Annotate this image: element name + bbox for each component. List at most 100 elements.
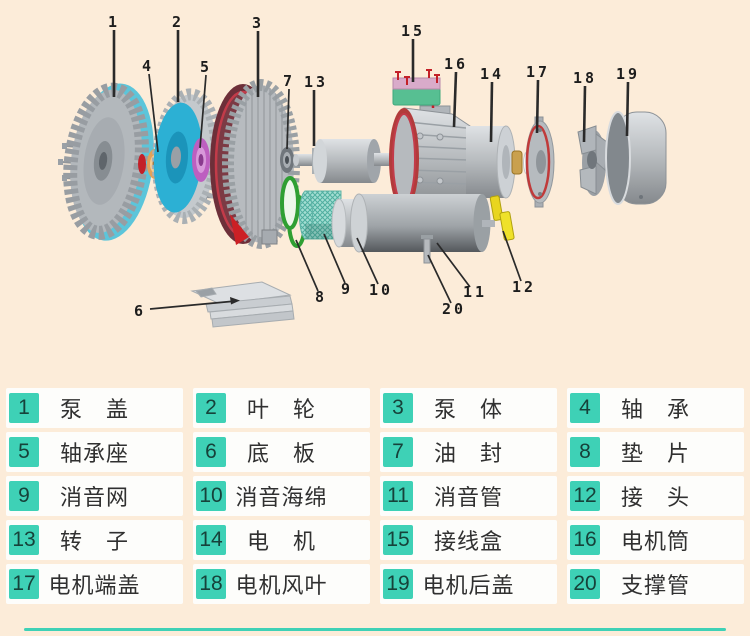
impeller: [151, 88, 223, 225]
diagram-canvas: [58, 30, 667, 328]
table-cell-9: 9 消音网: [6, 476, 183, 516]
motor-end-cover: [525, 116, 555, 208]
part-name: 叶 轮: [246, 397, 316, 422]
part-name: 转 子: [59, 529, 129, 554]
part-name: 消音海绵: [235, 485, 328, 510]
part-number-badge: 7: [383, 437, 413, 467]
part-name: 垫 片: [620, 441, 690, 466]
part-name: 消音管: [433, 485, 503, 510]
part-name: 泵 体: [433, 397, 503, 422]
part-name: 支撑管: [620, 573, 690, 598]
callout-2: 2: [171, 13, 185, 31]
terminal-box: [392, 69, 441, 106]
part-number-badge: 5: [9, 437, 39, 467]
bearing-seat: [192, 138, 210, 182]
motor-front: [466, 125, 516, 199]
table-cell-15: 15 接线盒: [380, 520, 557, 560]
table-cell-20: 20 支撑管: [567, 564, 744, 604]
part-name: 接 头: [620, 485, 690, 510]
part-name: 接线盒: [433, 529, 503, 554]
part-name: 电机筒: [620, 529, 690, 554]
part-number-badge: 4: [570, 393, 600, 423]
callout-12: 12: [511, 278, 537, 296]
part-number-badge: 17: [9, 569, 39, 599]
callout-4: 4: [141, 57, 155, 75]
callout-5: 5: [199, 58, 213, 76]
part-number-badge: 14: [196, 525, 226, 555]
callout-14: 14: [479, 65, 505, 83]
part-name: 轴承座: [59, 441, 129, 466]
part-name: 电机后盖: [422, 573, 515, 598]
base-plate: [190, 281, 295, 328]
part-number-badge: 20: [570, 569, 600, 599]
part-number-badge: 3: [383, 393, 413, 423]
rotor: [293, 139, 402, 183]
part-name: 电机风叶: [235, 573, 328, 598]
part-number-badge: 10: [196, 481, 226, 511]
red-spacer: [138, 154, 146, 174]
part-number-badge: 6: [196, 437, 226, 467]
pump-body: [210, 79, 300, 249]
table-cell-3: 3 泵 体: [380, 388, 557, 428]
callout-11: 11: [462, 283, 488, 301]
table-cell-18: 18 电机风叶: [193, 564, 370, 604]
callout-16: 16: [443, 55, 469, 73]
table-cell-13: 13 转 子: [6, 520, 183, 560]
part-number-badge: 18: [196, 569, 226, 599]
muffler-pipe: [350, 193, 495, 253]
callout-9: 9: [340, 280, 354, 298]
table-cell-8: 8 垫 片: [567, 432, 744, 472]
leader-lines: [112, 30, 630, 310]
part-number-badge: 13: [9, 525, 39, 555]
part-number-badge: 19: [383, 569, 413, 599]
table-cell-12: 12 接 头: [567, 476, 744, 516]
part-name: 电机端盖: [48, 573, 141, 598]
oil-seal: [280, 147, 294, 173]
part-number-badge: 8: [570, 437, 600, 467]
pump-cover: [63, 82, 154, 241]
part-name: 消音网: [59, 485, 129, 510]
gaskets: [280, 176, 307, 248]
table-cell-10: 10 消音海绵: [193, 476, 370, 516]
bottom-divider: [24, 628, 726, 631]
support-pipe: [421, 235, 433, 264]
callout-8: 8: [314, 288, 328, 306]
motor-body: [389, 96, 471, 211]
table-cell-6: 6 底 板: [193, 432, 370, 472]
motor-fan: [577, 125, 608, 196]
part-number-badge: 2: [196, 393, 226, 423]
callout-10: 10: [368, 281, 394, 299]
callout-20: 20: [441, 300, 467, 318]
table-cell-1: 1 泵 盖: [6, 388, 183, 428]
table-cell-19: 19 电机后盖: [380, 564, 557, 604]
connectors: [489, 195, 515, 241]
table-cell-5: 5 轴承座: [6, 432, 183, 472]
part-number-badge: 1: [9, 393, 39, 423]
part-number-badge: 15: [383, 525, 413, 555]
callout-3: 3: [251, 14, 265, 32]
part-name: 泵 盖: [59, 397, 129, 422]
table-cell-4: 4 轴 承: [567, 388, 744, 428]
part-number-badge: 12: [570, 481, 600, 511]
exploded-diagram: 1 2 3 4 5 6 7 8 9 10 11 12 13 14 15 16 1…: [58, 13, 667, 328]
callout-15: 15: [400, 22, 426, 40]
part-name: 轴 承: [620, 397, 690, 422]
part-name: 油 封: [433, 441, 503, 466]
callout-18: 18: [572, 69, 598, 87]
callout-19: 19: [615, 65, 641, 83]
callout-17: 17: [525, 63, 551, 81]
motor-rear-cover: [605, 111, 667, 205]
part-number-badge: 9: [9, 481, 39, 511]
callout-6: 6: [133, 302, 147, 320]
callout-1: 1: [107, 13, 121, 31]
table-cell-2: 2 叶 轮: [193, 388, 370, 428]
callout-13: 13: [303, 73, 329, 91]
callout-7: 7: [282, 72, 296, 90]
part-name: 底 板: [246, 441, 316, 466]
table-cell-7: 7 油 封: [380, 432, 557, 472]
